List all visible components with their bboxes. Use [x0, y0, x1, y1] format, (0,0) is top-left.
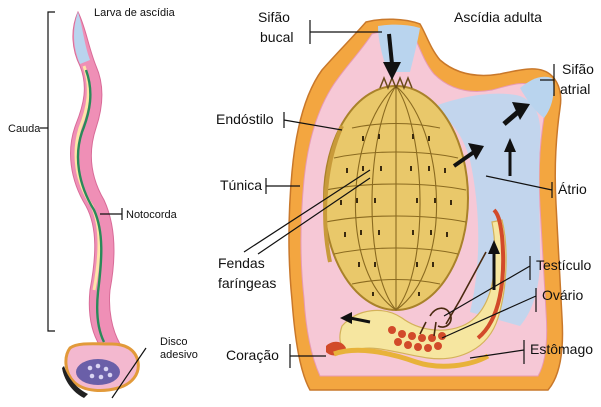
disco-label-line2: adesivo [160, 349, 198, 361]
coracao-label: Coração [226, 347, 279, 363]
estomago-label: Estômago [530, 341, 593, 357]
sifao-bucal-label-line2: bucal [260, 29, 293, 45]
fendas-label-line1: Fendas [218, 255, 265, 271]
fendas-label-line2: faríngeas [218, 275, 276, 291]
endostilo-label: Endóstilo [216, 111, 274, 127]
testiculo-label: Testículo [536, 257, 591, 273]
notocorda-label: Notocorda [126, 209, 178, 221]
larva-title: Larva de ascídia [94, 7, 176, 19]
larva-sensory-organ [76, 359, 120, 385]
larva-illustration [62, 12, 138, 398]
sifao-atrial-label-line1: Sifão [562, 61, 594, 77]
sifao-bucal-label-line1: Sifão [258, 9, 290, 25]
cauda-label: Cauda [8, 123, 41, 135]
tunica-label: Túnica [220, 177, 262, 193]
ovario-label: Ovário [542, 287, 583, 303]
cauda-bracket [48, 12, 55, 331]
disco-label-line1: Disco [160, 336, 188, 348]
adult-title: Ascídia adulta [454, 9, 542, 25]
atrio-label: Átrio [558, 181, 587, 197]
sifao-atrial-label-line2: atrial [560, 81, 590, 97]
larva-tail-outline [71, 12, 128, 364]
